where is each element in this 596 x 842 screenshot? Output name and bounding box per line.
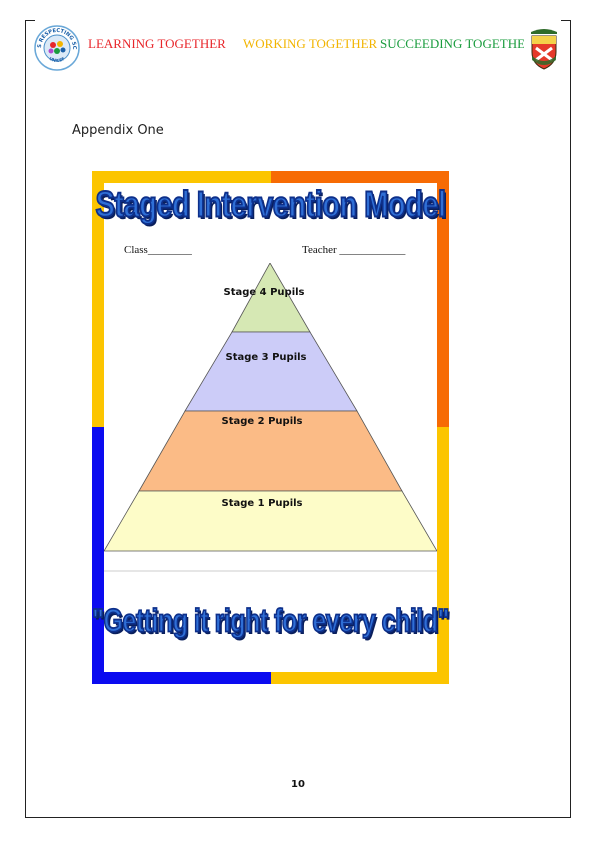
motto-learning-together: LEARNING TOGETHER bbox=[88, 36, 226, 51]
frame-top-right-orange bbox=[271, 171, 449, 183]
frame-right-bottom-yellow bbox=[437, 427, 449, 684]
stage-4-label: Stage 4 Pupils bbox=[223, 287, 305, 298]
stage-1-label: Stage 1 Pupils bbox=[221, 498, 303, 509]
stage-3-band bbox=[184, 331, 358, 412]
motto-succeeding-together: SUCCEEDING TOGETHER bbox=[380, 36, 524, 51]
frame-bottom-right-yellow bbox=[271, 672, 449, 684]
frame-left-top-yellow bbox=[92, 171, 104, 427]
stage-2-label: Stage 2 Pupils bbox=[221, 416, 303, 427]
frame-left-bottom-blue bbox=[92, 427, 104, 684]
svg-text:UNICEF: UNICEF bbox=[48, 56, 65, 63]
school-crest-icon bbox=[531, 29, 557, 70]
appendix-heading: Appendix One bbox=[72, 123, 164, 138]
staged-intervention-poster: Staged Intervention Model Class________ … bbox=[91, 171, 450, 684]
page-border-top-right bbox=[561, 20, 571, 21]
motto-working-together: WORKING TOGETHER bbox=[243, 36, 378, 51]
pyramid bbox=[104, 263, 437, 572]
frame-top-left-yellow bbox=[92, 171, 271, 183]
page-border bbox=[25, 20, 571, 818]
page-border-top-left bbox=[25, 20, 35, 21]
stage-1-band bbox=[104, 490, 437, 552]
frame-bottom-left-blue bbox=[92, 672, 271, 684]
teacher-field: Teacher ____________ bbox=[302, 244, 406, 256]
poster-title: Staged Intervention Model bbox=[95, 184, 447, 226]
frame-right-top-orange bbox=[437, 171, 449, 427]
page-number: 10 bbox=[291, 779, 305, 790]
class-field: Class________ bbox=[124, 244, 192, 256]
rights-respecting-school-logo: RIGHTS RESPECTING SCHOOL UNICEF bbox=[33, 24, 80, 71]
logo-unicef-text: UNICEF bbox=[48, 56, 65, 63]
poster-slogan: "Getting it right for every child" bbox=[91, 602, 450, 640]
stage-3-label: Stage 3 Pupils bbox=[225, 352, 307, 363]
